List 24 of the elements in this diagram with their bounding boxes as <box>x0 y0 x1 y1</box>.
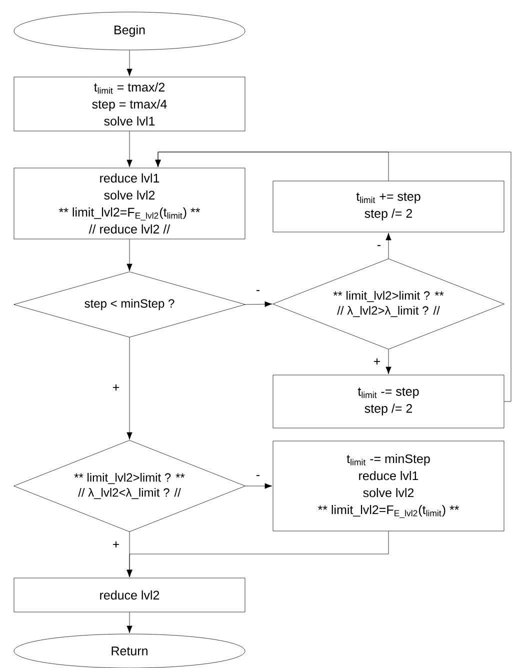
process-box: t$_{limit}$ -= step step /= 2 <box>272 374 504 428</box>
arrow <box>126 239 132 272</box>
process-box: reduce lvl2 <box>14 578 246 612</box>
process-box: t$_{limit}$ = tmax/2 step = tmax/4 solve lvl1 <box>14 76 246 132</box>
arrow <box>126 531 389 578</box>
arrow <box>245 301 272 307</box>
arrow <box>126 131 132 168</box>
edge-label: - <box>254 289 262 295</box>
arrow <box>155 152 512 402</box>
process-box: reduce lvl1 solve lvl2 ** limit_lvl2=F$_{E_lvl2}$(t$_{limit}$) ** // reduce lvl2 // <box>14 168 246 240</box>
arrow <box>126 50 132 76</box>
arrow <box>126 337 132 440</box>
process-box: t$_{limit}$ -= minStep reduce lvl1 solve lvl2 ** limit_lvl2=F$_{E_lvl2}$(t$_{limit}$) ** <box>272 440 504 532</box>
edge-label: + <box>372 357 382 367</box>
arrow <box>386 232 392 259</box>
edge-label: - <box>254 474 262 480</box>
terminal-oval: Begin <box>14 12 246 50</box>
arrow <box>386 349 392 374</box>
edge-label: + <box>111 540 121 550</box>
process-box: t$_{limit}$ += step step /= 2 <box>272 180 504 232</box>
arrow <box>126 612 132 634</box>
edge-label: + <box>111 383 121 393</box>
edge-label: - <box>376 244 382 250</box>
arrow <box>245 483 272 489</box>
